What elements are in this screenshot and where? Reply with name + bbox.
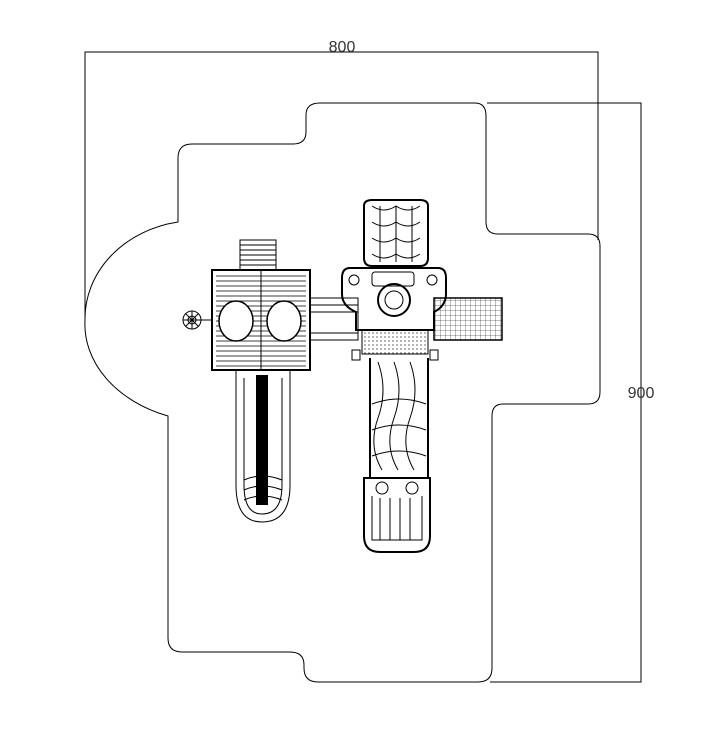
- width-dimension: 800: [84, 39, 599, 320]
- right-slide: [363, 358, 431, 553]
- climbing-net-top: [363, 199, 429, 267]
- right-porthole: [266, 300, 302, 342]
- left-slide: [235, 370, 291, 523]
- left-ladder: [239, 239, 277, 271]
- height-dimension-label: 900: [628, 385, 655, 402]
- right-tower: [341, 267, 447, 361]
- left-tower: [211, 269, 311, 371]
- porthole-icon: [377, 283, 411, 317]
- left-porthole: [218, 300, 254, 342]
- steering-wheel-icon: [182, 310, 212, 330]
- dotted-platform: [361, 329, 429, 355]
- height-dimension: 900: [487, 102, 655, 683]
- connecting-bridge: [309, 297, 359, 341]
- safety-zone-outline: [84, 102, 601, 683]
- side-panel: [433, 297, 503, 341]
- width-dimension-label: 800: [329, 39, 356, 56]
